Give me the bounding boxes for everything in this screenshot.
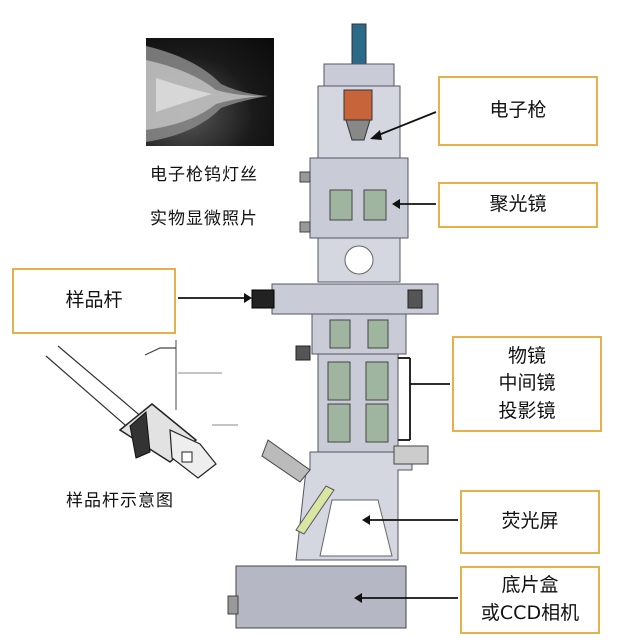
condenser-housing: [309, 157, 409, 239]
label-condenser-text: 聚光镜: [489, 193, 547, 216]
filament-tip-graphic: [146, 46, 268, 142]
objective-housing: [311, 313, 407, 355]
label-sample-rod: 样品杆: [12, 268, 176, 334]
condenser-lens-left: [329, 189, 353, 221]
label-lens-group: 物镜 中间镜 投影镜: [452, 336, 602, 432]
filament-photo-caption-line2: 实物显微照片: [150, 209, 258, 229]
label-film-box: 底片盒 或CCD相机: [460, 566, 600, 634]
sample-rod-handle: [251, 289, 275, 309]
fluorescent-screen-graphic: [319, 499, 393, 557]
pointer-lines: [178, 111, 458, 599]
sample-rod-sketch-caption: 样品杆示意图: [66, 491, 174, 511]
film-box-graphic: [235, 565, 407, 629]
viewing-window: [295, 485, 335, 535]
label-screen-text: 荧光屏: [501, 510, 559, 533]
label-condenser: 聚光镜: [438, 182, 598, 228]
label-electron-gun-text: 电子枪: [489, 99, 547, 122]
label-intermediate-text: 中间镜: [498, 372, 556, 395]
gun-heater: [343, 89, 373, 121]
viewport: [344, 245, 374, 275]
arrow-heads: [244, 130, 400, 603]
filament-photo: [146, 38, 274, 146]
label-sample-rod-text: 样品杆: [65, 289, 123, 312]
filament-tip: [345, 119, 371, 141]
gun-cap: [323, 63, 395, 87]
label-electron-gun: 电子枪: [438, 76, 598, 146]
cable-connector: [351, 23, 367, 67]
label-ccd-camera-text: 或CCD相机: [480, 602, 580, 624]
label-projector-text: 投影镜: [498, 399, 556, 422]
binocular-viewer: [261, 439, 311, 483]
label-screen: 荧光屏: [460, 490, 600, 554]
label-film-box-text: 底片盒: [501, 574, 559, 597]
label-objective-text: 物镜: [507, 344, 546, 367]
sample-rod-sketch: [45, 340, 238, 479]
filament-photo-caption-line1: 电子枪钨灯丝: [150, 165, 258, 185]
condenser-lens-right: [363, 189, 387, 221]
